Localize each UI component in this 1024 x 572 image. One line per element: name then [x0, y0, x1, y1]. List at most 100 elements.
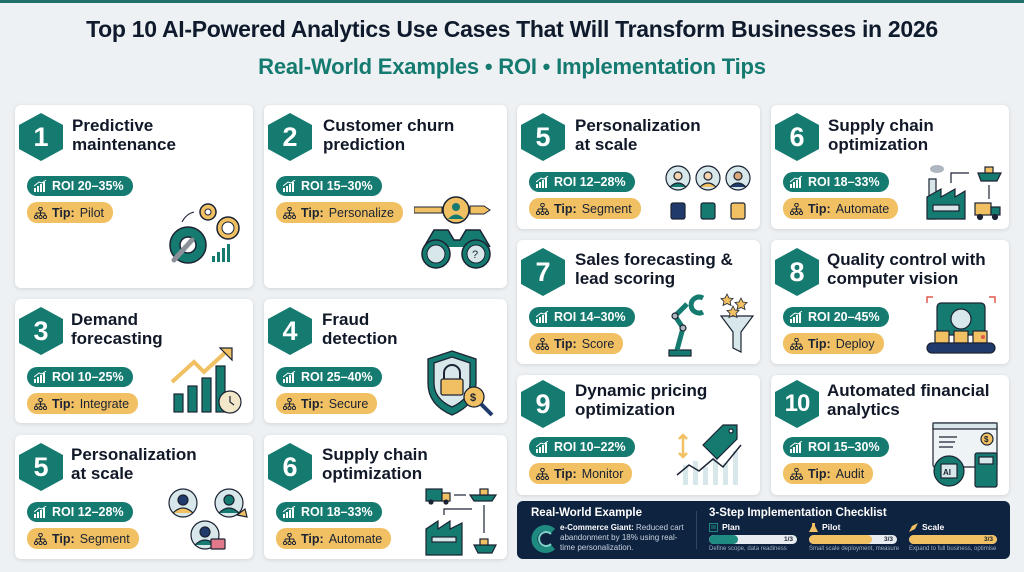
roi-badge: ROI 25–40% [276, 367, 382, 387]
card-title: Customer churn prediction [323, 116, 455, 154]
progress-bar: 3/3 [809, 535, 897, 544]
top-accent-bar [0, 0, 1024, 3]
step-plan: Plan 1/3 Define scope, data readiness [709, 522, 801, 552]
card-number-badge: 9 [521, 380, 565, 428]
roi-chart-icon [283, 371, 296, 383]
card-number-badge: 8 [775, 248, 819, 296]
card-number-badge: 2 [268, 113, 312, 161]
use-case-card-8: 8 Quality control with computer vision R… [771, 240, 1009, 364]
tip-badge: Tip:Pilot [27, 202, 114, 223]
use-case-card-6: 6 Supply chain optimization ROI 18–33% T… [771, 105, 1009, 229]
roi-badge: ROI 12–28% [529, 172, 635, 192]
use-case-card-5: 5 Personalization at scale ROI 12–28% Ti… [517, 105, 760, 229]
roi-chart-icon [34, 371, 47, 383]
card-number-badge: 7 [521, 248, 565, 296]
gears-wrench-icon [169, 203, 240, 264]
hierarchy-icon [283, 533, 296, 545]
roi-badge: ROI 15–30% [783, 437, 889, 457]
roi-badge: ROI 18–33% [783, 172, 889, 192]
card-number-badge: 3 [19, 307, 63, 355]
svg-text:AI: AI [943, 468, 951, 477]
roi-badge: ROI 10–22% [529, 437, 635, 457]
rocket-icon [909, 522, 918, 532]
company-logo-icon [531, 525, 555, 553]
roi-chart-icon [790, 441, 803, 453]
use-case-card-3: 3 Demand forecasting ROI 10–25% Tip:Inte… [15, 299, 253, 423]
roi-badge: ROI 14–30% [529, 307, 635, 327]
card-title: Personalization at scale [575, 116, 701, 154]
factory-logistics-icon [926, 165, 1002, 221]
step-scale: Scale 3/3 Expand to full business, optim… [909, 522, 997, 552]
roi-badge: ROI 20–35% [27, 176, 133, 196]
hierarchy-icon [34, 533, 47, 545]
tip-badge: Tip:Secure [276, 393, 378, 414]
customer-segments-icon [168, 488, 248, 550]
hierarchy-icon [536, 203, 549, 215]
tip-badge: Tip:Segment [27, 528, 139, 549]
truck-ship-factory-icon [425, 488, 498, 556]
card-title: Personalization at scale [71, 445, 197, 483]
card-title: Predictive maintenance [72, 116, 176, 154]
tip-badge: Tip:Deploy [783, 333, 884, 354]
roi-badge: ROI 10–25% [27, 367, 133, 387]
card-number-badge: 6 [268, 443, 312, 491]
card-number-badge: 6 [775, 113, 819, 161]
document-icon [709, 522, 718, 532]
tip-badge: Tip:Score [529, 333, 624, 354]
hierarchy-icon [34, 207, 47, 219]
roi-badge: ROI 12–28% [27, 502, 133, 522]
card-title: Demand forecasting [71, 310, 163, 348]
roi-badge: ROI 18–33% [276, 502, 382, 522]
customers-products-icon [665, 165, 751, 220]
progress-bar: 1/3 [709, 535, 797, 544]
progress-bar: 3/3 [909, 535, 997, 544]
card-title: Supply chain optimization [828, 116, 934, 154]
roi-chart-icon [34, 180, 47, 192]
card-number-badge: 5 [521, 113, 565, 161]
use-case-card-6-alt: 6 Supply chain optimization ROI 18–33% T… [264, 435, 507, 559]
growth-chart-clock-icon [170, 347, 242, 414]
card-number-badge: 5 [19, 443, 63, 491]
hierarchy-icon [536, 338, 549, 350]
use-case-card-5-alt: 5 Personalization at scale ROI 12–28% Ti… [15, 435, 253, 559]
robot-magnet-funnel-icon [668, 293, 755, 357]
page-title: Top 10 AI-Powered Analytics Use Cases Th… [86, 16, 938, 42]
step-pilot: Pilot 3/3 Small scale deployment, measur… [809, 522, 900, 552]
card-number-badge: 10 [775, 380, 819, 428]
use-case-card-10: 10 Automated financial analytics ROI 15–… [771, 375, 1009, 495]
roi-chart-icon [536, 441, 549, 453]
card-number-badge: 4 [268, 307, 312, 355]
roi-chart-icon [536, 311, 549, 323]
roi-chart-icon [790, 176, 803, 188]
roi-chart-icon [283, 506, 296, 518]
flask-icon [809, 522, 818, 532]
hierarchy-icon [34, 398, 47, 410]
use-case-card-2: 2 Customer churn prediction ROI 15–30% T… [264, 105, 507, 288]
tip-badge: Tip:Personalize [276, 202, 404, 223]
card-number-badge: 1 [19, 113, 63, 161]
page-subtitle: Real-World Examples • ROI • Implementati… [258, 54, 766, 79]
roi-badge: ROI 20–45% [783, 307, 889, 327]
hierarchy-icon [536, 468, 549, 480]
shield-lock-icon: $ [427, 350, 494, 417]
checklist-title: 3-Step Implementation Checklist [709, 507, 887, 519]
hierarchy-icon [790, 338, 803, 350]
tip-badge: Tip:Automate [276, 528, 392, 549]
hierarchy-icon [790, 468, 803, 480]
card-title: Supply chain optimization [322, 445, 428, 483]
card-title: Quality control with computer vision [827, 250, 986, 288]
binoculars-customer-icon: ? [414, 196, 491, 269]
svg-text:?: ? [472, 249, 478, 261]
price-tag-chart-icon [676, 424, 742, 485]
use-case-card-1: 1 Predictive maintenance ROI 20–35% Tip:… [15, 105, 253, 288]
use-case-card-9: 9 Dynamic pricing optimization ROI 10–22… [517, 375, 760, 495]
example-title: Real-World Example [531, 507, 642, 519]
svg-text:$: $ [984, 435, 989, 444]
svg-text:$: $ [470, 392, 476, 404]
tip-badge: Tip:Monitor [529, 463, 633, 484]
ai-finance-dashboard-icon: AI $ [932, 422, 998, 488]
banner-divider [696, 511, 697, 549]
card-title: Dynamic pricing optimization [575, 381, 708, 419]
tip-badge: Tip:Segment [529, 198, 641, 219]
bottom-banner: Real-World Example e-Commerce Giant: Red… [517, 501, 1010, 559]
